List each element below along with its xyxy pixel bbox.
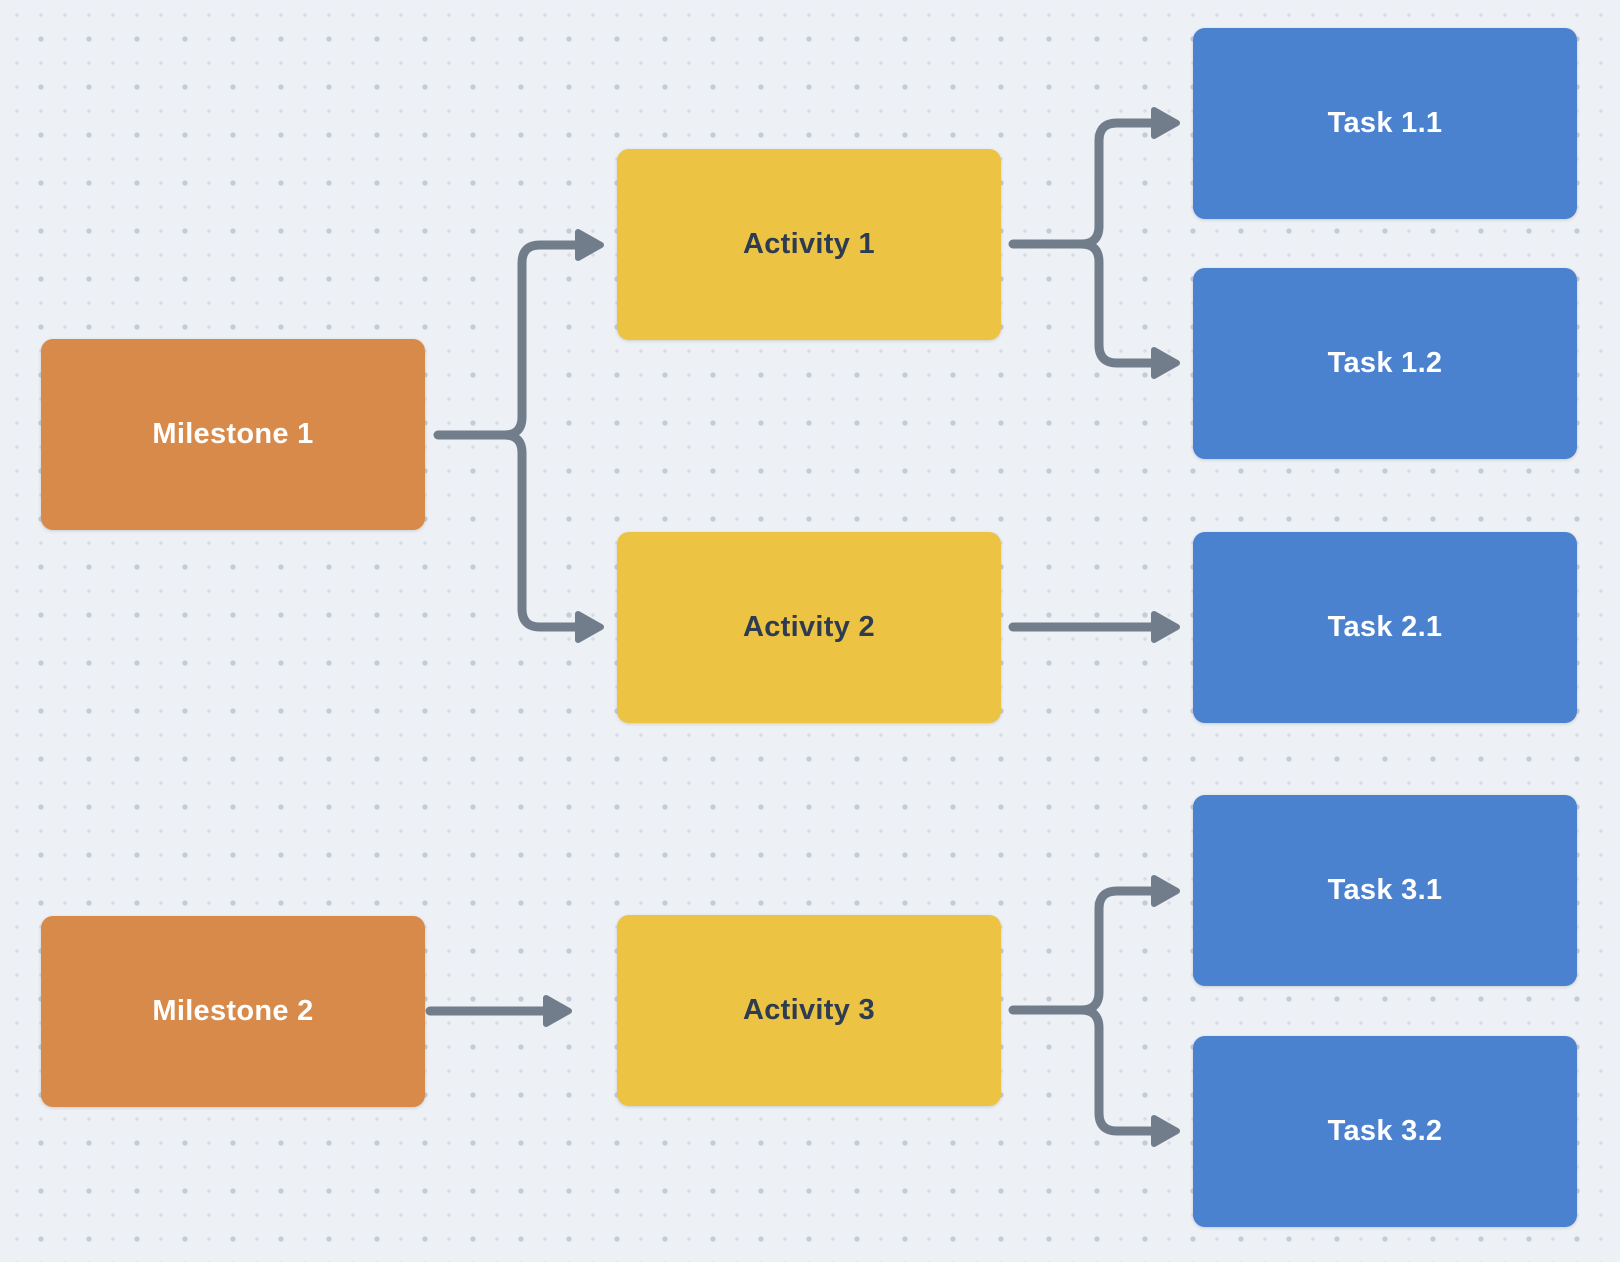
node-milestone-1-label: Milestone 1 [152, 418, 314, 450]
edge-activity-1-task-1-1-arrowhead [1151, 107, 1180, 139]
edge-milestone-1-activity-1-line [499, 240, 581, 440]
edge-activity-2-task-2-1-arrowhead [1151, 611, 1180, 643]
edge-milestone-1-activity-2-line [499, 430, 581, 632]
node-activity-2[interactable]: Activity 2 [617, 532, 1001, 723]
edge-activity-1-task-1-2-line [1076, 239, 1157, 368]
edge-activity-1-task-1-2-arrowhead [1151, 347, 1180, 379]
node-task-3-2[interactable]: Task 3.2 [1193, 1036, 1577, 1227]
connector-activity-2 [1008, 611, 1180, 643]
node-task-2-1-label: Task 2.1 [1327, 611, 1443, 643]
node-task-3-1[interactable]: Task 3.1 [1193, 795, 1577, 986]
node-activity-1[interactable]: Activity 1 [617, 149, 1001, 340]
connector-activity-3-split [1008, 875, 1180, 1147]
connector-activity-1-split [1008, 107, 1180, 379]
edge-milestone-1-activity-2-arrowhead [575, 611, 604, 643]
node-task-1-2-label: Task 1.2 [1327, 347, 1443, 379]
node-task-3-2-label: Task 3.2 [1327, 1115, 1443, 1147]
connector-milestone-1-split [433, 229, 604, 643]
node-activity-3[interactable]: Activity 3 [617, 915, 1001, 1106]
node-activity-3-label: Activity 3 [743, 994, 875, 1026]
node-task-1-1[interactable]: Task 1.1 [1193, 28, 1577, 219]
node-activity-2-label: Activity 2 [743, 611, 875, 643]
edge-milestone-1-activity-1-arrowhead [575, 229, 604, 261]
edge-activity-3-task-3-2-line [1076, 1005, 1157, 1136]
edge-activity-3-task-3-2-arrowhead [1151, 1115, 1180, 1147]
connector-milestone-2 [425, 995, 572, 1027]
node-task-2-1[interactable]: Task 2.1 [1193, 532, 1577, 723]
node-task-1-2[interactable]: Task 1.2 [1193, 268, 1577, 459]
edge-activity-1-task-1-1-line [1076, 118, 1157, 249]
edge-activity-3-task-3-1-line [1076, 886, 1157, 1015]
node-task-1-1-label: Task 1.1 [1327, 107, 1443, 139]
node-milestone-1[interactable]: Milestone 1 [41, 339, 425, 530]
node-milestone-2-label: Milestone 2 [152, 995, 314, 1027]
node-task-3-1-label: Task 3.1 [1327, 874, 1443, 906]
edge-milestone-2-activity-3-arrowhead [543, 995, 572, 1027]
node-milestone-2[interactable]: Milestone 2 [41, 916, 425, 1107]
node-activity-1-label: Activity 1 [743, 228, 875, 260]
edge-activity-3-task-3-1-arrowhead [1151, 875, 1180, 907]
